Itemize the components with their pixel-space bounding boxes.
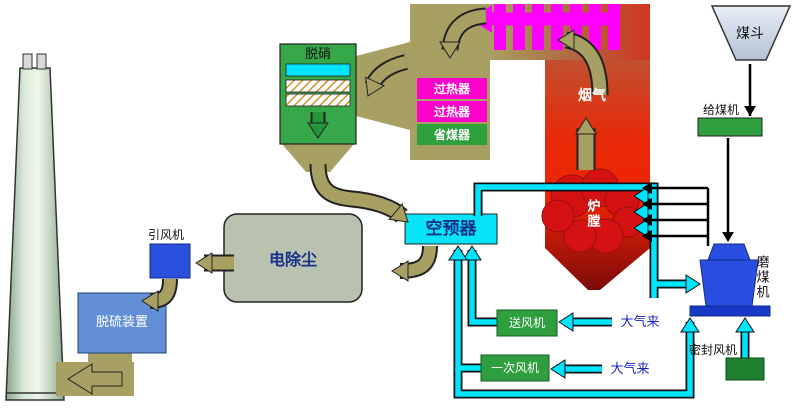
flue-gas-arrows xyxy=(141,7,609,312)
air-inlet-arrow-1 xyxy=(558,312,574,332)
esp-label: 电除尘 xyxy=(268,250,317,269)
fd-fan-box xyxy=(496,309,558,337)
chimney-pipe xyxy=(36,53,47,70)
ammonia-grid-strip xyxy=(285,63,351,77)
furnace-label: 炉膛 xyxy=(584,199,600,229)
pa-fan-box xyxy=(480,354,550,382)
id-fan-label: 引风机 xyxy=(147,227,184,242)
coal-feeder-label: 给煤机 xyxy=(702,102,739,117)
superheater-1-box xyxy=(417,78,487,99)
id-fan-box xyxy=(149,243,191,279)
air-inlet-arrow-2 xyxy=(550,359,566,379)
chimney-pipe xyxy=(22,53,33,70)
scr-label: 脱硝 xyxy=(304,46,331,62)
economizer-label: 省煤器 xyxy=(433,127,470,142)
seal-fan-label: 密封风机 xyxy=(688,342,737,357)
catalyst-layer xyxy=(285,79,351,93)
superheater-2-box xyxy=(417,101,487,122)
air-inlet-2-label: 大气来 xyxy=(610,361,650,377)
coal-mill-shape xyxy=(689,243,771,317)
heat-exchanger-boxes xyxy=(417,78,487,145)
coal-mill-label: 磨煤机 xyxy=(753,254,769,300)
pa-fan-label: 一次风机 xyxy=(490,361,539,375)
coal-hopper-label: 煤斗 xyxy=(736,26,764,42)
chimney xyxy=(5,53,65,401)
economizer-box xyxy=(417,124,487,145)
scr-box xyxy=(279,43,357,145)
catalyst-layer xyxy=(285,93,351,107)
fd-fan-label: 送风机 xyxy=(508,316,545,330)
fgd-to-chimney-duct xyxy=(56,350,134,396)
air-preheater-label: 空预器 xyxy=(425,218,477,239)
superheater-1-label: 过热器 xyxy=(433,81,470,96)
coal-hopper-shape xyxy=(710,5,792,61)
scr-down-arrow xyxy=(307,122,329,139)
flue-gas-label: 烟气 xyxy=(578,88,606,104)
air-pipes xyxy=(448,182,755,399)
coal-feeder-box xyxy=(697,117,763,137)
flow-arrow-to-chimney xyxy=(67,363,123,395)
air-arrow-to-mill xyxy=(685,274,701,294)
seal-fan-box xyxy=(725,357,765,381)
air-inlet-1-label: 大气来 xyxy=(620,314,660,330)
coal-lines xyxy=(642,64,756,246)
fgd-label: 脱硫装置 xyxy=(95,314,148,330)
superheater-2-label: 过热器 xyxy=(433,104,470,119)
air-preheater-box xyxy=(404,213,498,245)
